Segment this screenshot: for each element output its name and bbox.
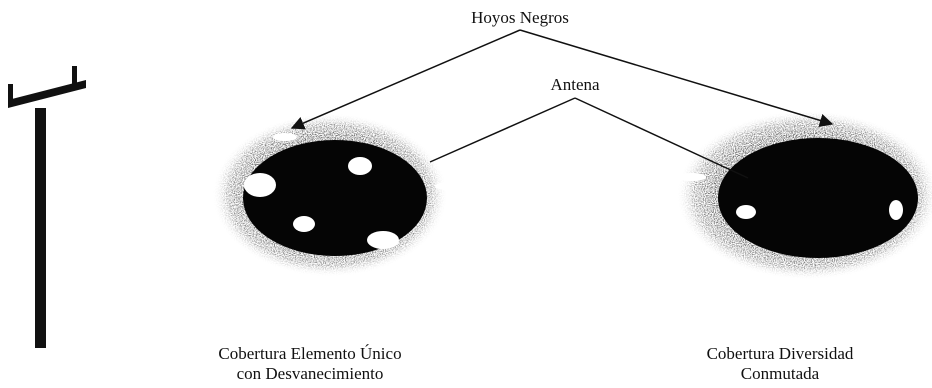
antenna-label: Antena <box>530 75 620 95</box>
caption-single-element-line1: Cobertura Elemento Único <box>190 344 430 364</box>
black-hole <box>435 181 479 191</box>
black-hole <box>889 200 903 220</box>
caption-switched-diversity: Cobertura Diversidad Conmutada <box>660 344 900 384</box>
black-hole <box>678 173 706 181</box>
black-hole <box>244 173 276 197</box>
arrow-to-left-coverage <box>292 30 520 128</box>
antenna-icon <box>8 66 86 348</box>
caption-switched-diversity-line1: Cobertura Diversidad <box>660 344 900 364</box>
black-holes-label: Hoyos Negros <box>445 8 595 28</box>
black-hole <box>348 157 372 175</box>
black-hole <box>367 231 399 249</box>
black-hole <box>293 216 315 232</box>
caption-single-element: Cobertura Elemento Único con Desvanecimi… <box>190 344 430 384</box>
coverage-switched-diversity <box>676 110 932 280</box>
caption-switched-diversity-line2: Conmutada <box>660 364 900 384</box>
antenna-line-left <box>430 98 575 162</box>
black-hole <box>273 133 297 141</box>
caption-single-element-line2: con Desvanecimiento <box>190 364 430 384</box>
coverage-single-element <box>212 113 479 277</box>
black-hole <box>736 205 756 219</box>
